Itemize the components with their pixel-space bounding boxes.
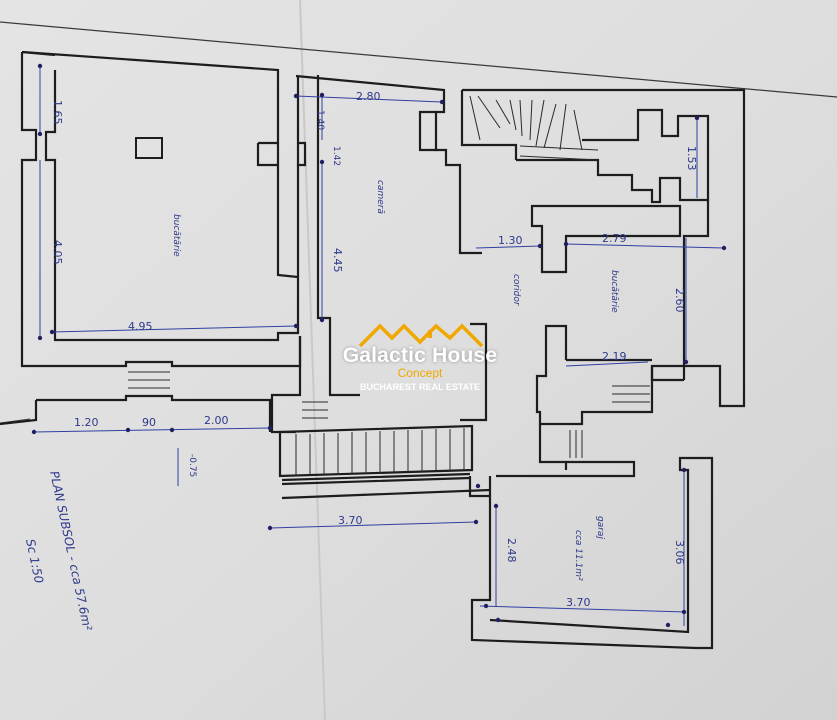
wall-stair-right [516, 108, 710, 204]
dim-130: 1.30 [498, 234, 523, 247]
room-labels: bucătărie cameră coridor bucătărie garaj… [171, 180, 619, 581]
dim-370b: 3.70 [566, 596, 591, 609]
dim-495: 4.95 [128, 320, 153, 333]
dim-445: 4.45 [331, 248, 344, 273]
wall-right-outer [462, 88, 746, 426]
walls [0, 50, 746, 650]
dim-142: 1.42 [331, 146, 341, 166]
dim-248: 2.48 [505, 538, 518, 563]
dim-260: 2.60 [673, 288, 686, 313]
watermark-tagline: BUCHAREST REAL ESTATE [359, 382, 480, 392]
dim-219: 2.19 [602, 350, 627, 363]
wall-right-kitchen-top [530, 204, 682, 274]
dim-200: 2.00 [204, 414, 229, 427]
watermark-sub: Concept [397, 366, 443, 380]
dim-140: 1.40 [315, 110, 325, 130]
room-garaj-area: cca 11.1m² [573, 530, 583, 581]
wall-lower-left [36, 394, 272, 432]
dim-405: 4.05 [51, 240, 64, 265]
wall-left-kitchen-outer [20, 52, 302, 368]
watermark: Galactic House Concept BUCHAREST REAL ES… [335, 320, 505, 392]
room-camera: cameră [375, 180, 385, 214]
chimney-square [135, 137, 163, 159]
wall-left-kitchen-inner [21, 50, 300, 342]
dim-279: 2.79 [602, 232, 627, 245]
paper-edge-line [0, 418, 31, 424]
wall-garage [470, 456, 714, 650]
dim-370a: 3.70 [338, 514, 363, 527]
dimension-labels: 1.65 4.05 4.95 2.80 1.40 1.42 4.45 1.30 … [51, 90, 698, 609]
wall-niche [256, 141, 278, 167]
paper-border-line [0, 21, 837, 98]
paper-fold [299, 0, 326, 720]
dimension-dots [31, 63, 727, 628]
dimension-lines [33, 66, 725, 626]
dim-306: 3.06 [673, 540, 686, 565]
room-bucatarie-left: bucătărie [171, 214, 181, 257]
room-corridor: coridor [511, 274, 521, 307]
wall-camera-left [316, 75, 332, 340]
dim-90: 90 [142, 416, 156, 429]
dim-120: 1.20 [74, 416, 99, 429]
wall-camera-right [295, 74, 482, 255]
room-garaj: garaj [595, 516, 605, 539]
dim-165: 1.65 [51, 100, 64, 125]
dim-280: 2.80 [356, 90, 381, 103]
watermark-brand: Galactic House [342, 344, 498, 367]
house-roofs-logo [358, 323, 484, 348]
dim-153: 1.53 [685, 146, 698, 171]
level-mark: -0.75 [187, 454, 197, 477]
stair-treads [128, 95, 650, 476]
room-bucatarie-right: bucătărie [609, 270, 619, 313]
